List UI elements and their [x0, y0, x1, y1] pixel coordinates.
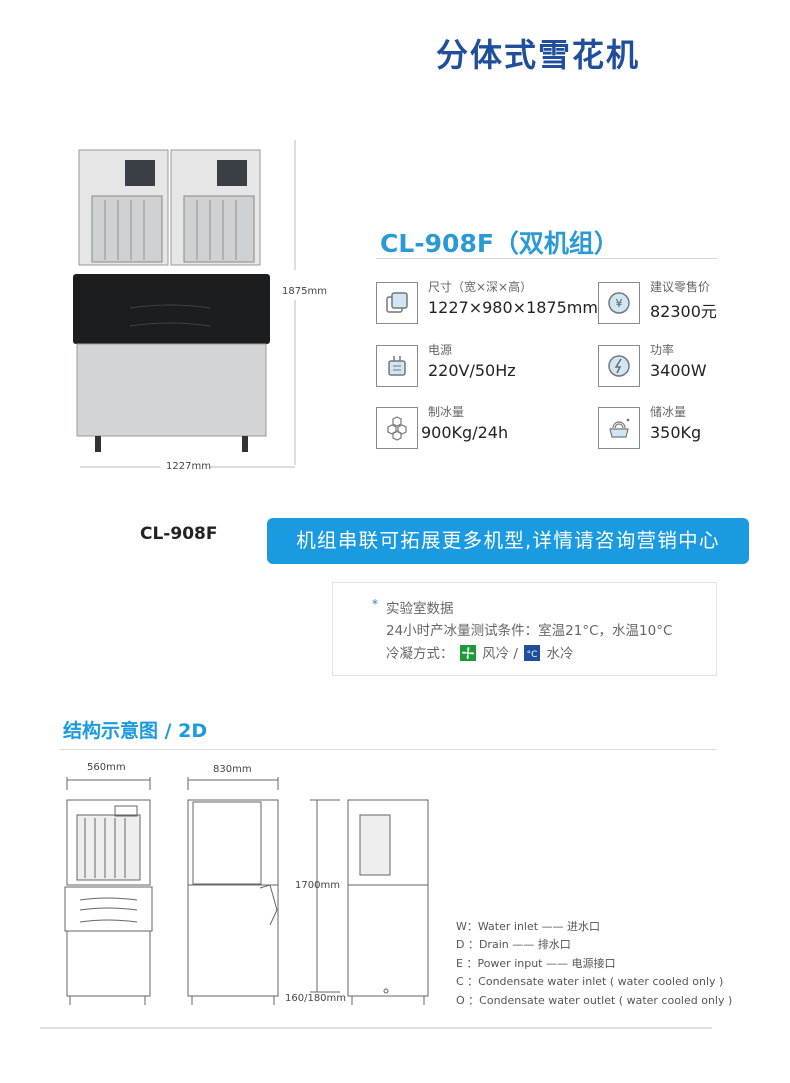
height-dimension-2d: 1700mm — [295, 880, 340, 891]
model-label: CL-908F — [140, 524, 218, 544]
page-title: 分体式雪花机 — [436, 36, 641, 74]
air-cooled-fan-icon — [459, 645, 476, 661]
spec-ice-production: 制冰量 900Kg/24h — [376, 403, 576, 449]
leg-height-dimension: 160/180mm — [285, 993, 347, 1004]
model-heading: CL-908F（双机组） — [380, 229, 619, 258]
front-width-dimension: 560mm — [87, 762, 126, 773]
legend-water-inlet: W：Water inlet —— 进水口 — [456, 920, 601, 933]
width-dimension: 1227mm — [166, 461, 211, 472]
structure-diagram: 560mm 830mm 1700mm 160/180mm — [55, 760, 455, 1010]
price-yen-icon: ¥ — [598, 282, 640, 324]
ice-storage-basket-icon — [598, 407, 640, 449]
legend-drain: D ：Drain —— 排水口 — [456, 938, 571, 951]
spec-dimensions: 尺寸（宽×深×高） 1227×980×1875mm — [376, 278, 598, 324]
spec-ice-storage: 储冰量 350Kg — [598, 403, 790, 449]
svg-text:°C: °C — [527, 650, 538, 660]
power-bolt-icon — [598, 345, 640, 387]
height-dimension: 1875mm — [282, 286, 327, 297]
water-cooled-icon: °C — [524, 645, 541, 661]
power-plug-icon — [376, 345, 418, 387]
promo-banner: 机组串联可拓展更多机型,详情请咨询营销中心 — [267, 518, 749, 564]
divider — [376, 258, 717, 259]
spec-price: ¥ 建议零售价 82300元 — [598, 278, 790, 324]
note-lab-data: 实验室数据 — [386, 601, 454, 617]
note-condensing-method: 冷凝方式： 风冷 / °C 水冷 — [386, 645, 574, 662]
ice-cubes-icon — [376, 407, 418, 449]
dimensions-icon — [376, 282, 418, 324]
note-asterisk: * — [372, 597, 378, 611]
side-depth-dimension: 830mm — [213, 764, 252, 775]
note-test-conditions: 24小时产冰量测试条件：室温21°C，水温10°C — [386, 623, 673, 639]
spec-power: 功率 3400W — [598, 341, 790, 387]
bottom-divider — [40, 1027, 712, 1029]
divider — [60, 749, 716, 750]
legend-condensate-inlet: C ：Condensate water inlet ( water cooled… — [456, 975, 724, 988]
legend-condensate-outlet: O ：Condensate water outlet ( water coole… — [456, 994, 733, 1007]
product-photo: 1875mm 1227mm — [70, 140, 327, 475]
spec-power-supply: 电源 220V/50Hz — [376, 341, 576, 387]
svg-text:¥: ¥ — [616, 297, 623, 310]
section-title: 结构示意图 / 2D — [63, 720, 208, 742]
legend-power-input: E ：Power input —— 电源接口 — [456, 957, 616, 970]
